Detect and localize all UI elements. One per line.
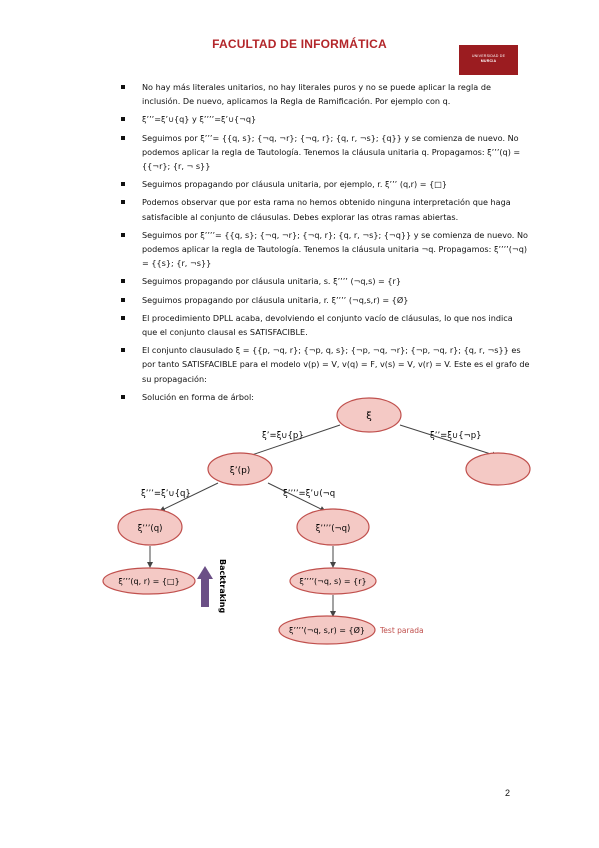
bullet-item: El conjunto clausulado ξ = {{p, ¬q, r}; … [120, 343, 530, 386]
backtracking-arrow-icon [197, 566, 213, 607]
bullet-item: Seguimos propagando por cláusula unitari… [120, 274, 530, 288]
university-logo: UNIVERSIDAD DE MURCIA [459, 45, 518, 75]
node-qr-label: ξ’’’(q, r) = {□} [118, 577, 179, 586]
node-p [207, 452, 273, 486]
node-p-label: ξ’(p) [230, 466, 251, 476]
node-nqsr [278, 615, 376, 645]
edge-label-root-p: ξ’=ξ∪{p} [262, 431, 304, 441]
page-header-title: FACULTAD DE INFORMÁTICA [212, 37, 387, 51]
node-nqs [289, 567, 377, 595]
bullet-item: Podemos observar que por esta rama no he… [120, 195, 530, 223]
node-nqs-label: ξ’’’’(¬q, s) = {r} [299, 577, 366, 586]
edge-root-not-p [399, 424, 498, 458]
bullet-item: No hay más literales unitarios, no hay l… [120, 80, 530, 108]
edge-p-not-q [267, 482, 326, 512]
node-not-p [465, 452, 531, 486]
bullet-list: No hay más literales unitarios, no hay l… [120, 80, 530, 408]
bullet-item: El procedimiento DPLL acaba, devolviendo… [120, 311, 530, 339]
bullet-item: Solución en forma de árbol: [120, 390, 530, 404]
logo-line-2: MURCIA [480, 58, 497, 63]
bullet-item: Seguimos por ξ’’’’= {{q, s}; {¬q, ¬r}; {… [120, 228, 530, 271]
test-parada-label: Test parada [379, 626, 424, 635]
backtracking-label: Backtraking [218, 559, 227, 613]
node-root-label: ξ [366, 411, 372, 422]
node-nqsr-label: ξ’’’’(¬q, s,r) = {Ø} [289, 625, 365, 635]
edge-label-p-not-q: ξ’’’’=ξ’∪(¬q [283, 489, 335, 499]
page-number: 2 [505, 788, 511, 798]
node-q [117, 508, 183, 546]
node-root [336, 397, 402, 433]
logo-line-1: UNIVERSIDAD DE [471, 54, 506, 58]
edge-label-p-q: ξ’’’=ξ’∪{q} [141, 489, 191, 499]
node-qr [102, 567, 196, 595]
bullet-item: Seguimos por ξ’’’= {{q, s}; {¬q, ¬r}; {¬… [120, 131, 530, 174]
node-not-q-label: ξ’’’’(¬q) [316, 524, 351, 534]
bullet-item: Seguimos propagando por cláusula unitari… [120, 177, 530, 191]
edge-p-q [159, 482, 219, 512]
edge-label-root-not-p: ξ’’=ξ∪{¬p} [430, 431, 482, 441]
bullet-item: ξ’’’=ξ’∪{q} y ξ’’’’=ξ’∪{¬q} [120, 112, 530, 126]
bullet-item: Seguimos propagando por cláusula unitari… [120, 293, 530, 307]
node-q-label: ξ’’’(q) [138, 524, 163, 534]
node-not-q [296, 508, 370, 546]
edge-root-p [242, 424, 341, 460]
